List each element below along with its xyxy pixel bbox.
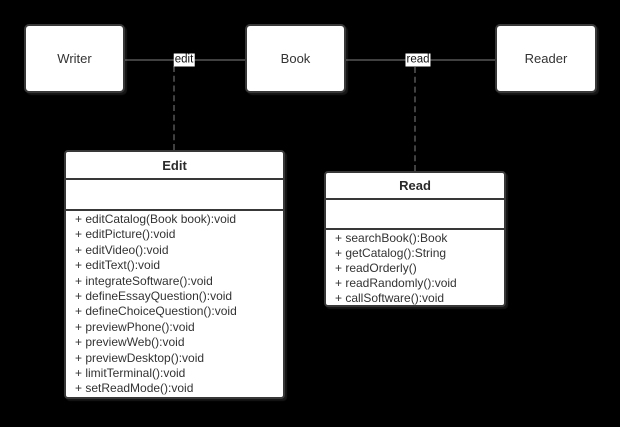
class-edit-attributes	[66, 180, 283, 211]
class-edit-methods: + editCatalog(Book book):void+ editPictu…	[66, 211, 283, 397]
method-item: + readOrderly()	[335, 261, 417, 275]
class-box-edit[interactable]: Edit + editCatalog(Book book):void+ edit…	[64, 150, 285, 399]
method-item: + editText():void	[75, 258, 161, 273]
edge-label-read[interactable]: read	[405, 53, 431, 67]
method-item: + previewPhone():void	[75, 319, 195, 334]
class-box-read[interactable]: Read + searchBook():Book+ getCatalog():S…	[324, 171, 506, 307]
node-writer-label: Writer	[57, 51, 92, 66]
method-item: + editVideo():void	[75, 242, 169, 257]
class-edit-title: Edit	[66, 152, 283, 180]
method-item: + previewDesktop():void	[75, 350, 205, 365]
method-item: + limitTerminal():void	[75, 366, 186, 381]
method-item: + defineChoiceQuestion():void	[75, 304, 237, 319]
method-item: + editPicture():void	[75, 227, 176, 242]
method-item: + setReadMode():void	[75, 381, 194, 396]
node-reader-label: Reader	[524, 51, 568, 66]
node-writer[interactable]: Writer	[24, 24, 125, 93]
node-book[interactable]: Book	[245, 24, 346, 93]
edge-label-edit[interactable]: edit	[173, 53, 195, 67]
class-read-attributes	[326, 200, 504, 230]
method-item: + defineEssayQuestion():void	[75, 289, 233, 304]
method-item: + editCatalog(Book book):void	[75, 212, 237, 226]
method-item: + previewWeb():void	[75, 335, 185, 350]
class-read-methods: + searchBook():Book+ getCatalog():String…	[326, 230, 504, 306]
method-item: + callSoftware():void	[335, 291, 445, 305]
dashed-link-edit[interactable]	[173, 66, 175, 150]
method-item: + integrateSoftware():void	[75, 273, 213, 288]
method-item: + readRandomly():void	[335, 276, 457, 290]
node-reader[interactable]: Reader	[495, 24, 597, 93]
dashed-link-read[interactable]	[414, 67, 416, 171]
method-item: + getCatalog():String	[335, 246, 447, 260]
node-book-label: Book	[280, 51, 311, 66]
method-item: + searchBook():Book	[335, 231, 448, 245]
class-read-title: Read	[326, 173, 504, 200]
